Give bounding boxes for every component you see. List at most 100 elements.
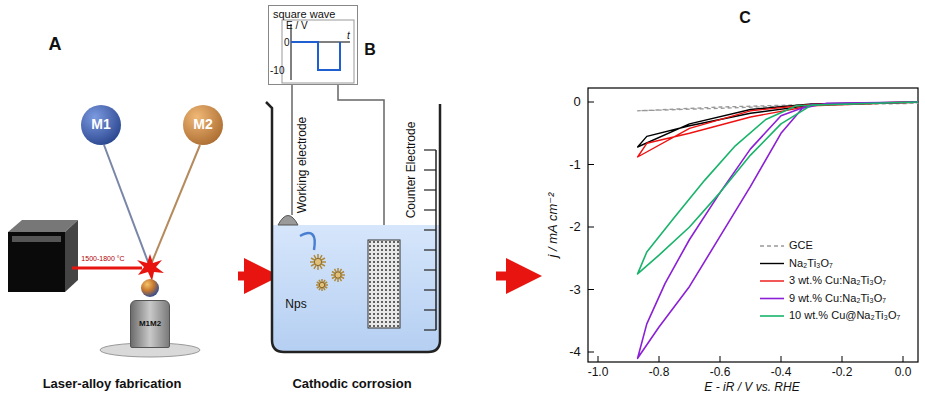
counter-electrode (368, 240, 400, 328)
particle-core (319, 282, 324, 287)
legend-sample (760, 280, 784, 281)
box-text: square wave (273, 8, 335, 20)
ruler-tick (424, 329, 436, 330)
caption-label: Counter Electrode (405, 122, 418, 219)
alloy-pellet: M1M2 (130, 300, 170, 348)
tick-label: -1 (569, 158, 581, 172)
y-tick (588, 289, 594, 290)
panel-letter: C (739, 9, 751, 27)
tick-label: -0.8 (649, 366, 670, 379)
box-text: -10 (270, 65, 284, 76)
x-tick (598, 356, 599, 362)
legend-lines (760, 246, 784, 316)
node-label: M1 (91, 117, 110, 132)
box-text: 0 (284, 37, 290, 48)
nanoparticles (310, 254, 345, 291)
y-tick (588, 227, 594, 228)
ruler-tick (424, 169, 436, 170)
metal-sphere: M1 (81, 105, 121, 145)
ruler-tick (424, 269, 436, 270)
ruler-tick (424, 229, 436, 230)
ruler-tick (424, 209, 436, 210)
node-label: M2 (193, 117, 212, 132)
metal-sphere: M2 (183, 105, 223, 145)
legend-text: 3 wt.% Cu:Na₂Ti₃O₇ (789, 274, 886, 286)
electrolyte (272, 225, 440, 352)
legend-sample (760, 298, 784, 300)
ruler-tick (424, 249, 436, 250)
y-tick (588, 164, 594, 165)
wave-axis (291, 24, 292, 80)
plot-frame (588, 88, 918, 362)
tick-label: -2 (569, 220, 581, 234)
lsv-curve (638, 102, 919, 358)
tick-label: -0.4 (771, 366, 792, 379)
process-arrow (496, 272, 524, 281)
release-arrow (300, 233, 315, 250)
tick-label: -0.2 (832, 366, 853, 379)
ruler-tick (424, 309, 436, 310)
x-tick (903, 356, 904, 362)
x-tick (781, 356, 782, 362)
ruler-tick (424, 189, 436, 190)
lsv-curve (638, 102, 919, 157)
tick-label: 0 (573, 95, 580, 109)
legend-text: 9 wt.% Cu:Na₂Ti₃O₇ (789, 292, 886, 304)
waveform-box: square waveE / V 0 -10 t (268, 5, 358, 85)
legend-text: Na₂Ti₃O₇ (789, 257, 833, 269)
axis-title: j / mA cm⁻² (546, 193, 560, 258)
wave-plot-frame (282, 20, 354, 83)
wire (338, 85, 384, 240)
laser-stripe (12, 236, 61, 242)
working-electrode (278, 216, 298, 226)
y-tick (588, 352, 594, 353)
box-text: t (347, 30, 350, 41)
legend-text: 10 wt.% Cu@Na₂Ti₃O₇ (789, 309, 900, 321)
laser-box (8, 232, 65, 292)
square-wave (291, 42, 340, 70)
panel-letter: B (364, 41, 376, 59)
lsv-curve (638, 102, 919, 274)
tick-label: 0.0 (895, 366, 912, 379)
axis-ticks (588, 102, 903, 362)
caption-label: Working electrode (296, 117, 309, 214)
beaker (266, 102, 440, 352)
ruler-tick (424, 289, 436, 290)
ruler-ticks (424, 150, 436, 330)
x-tick (842, 356, 843, 362)
legend-sample (760, 245, 784, 246)
wire (291, 85, 293, 215)
feed-line (104, 145, 148, 262)
axis-title: E - iR / V vs. RHE (704, 381, 799, 394)
x-tick (720, 356, 721, 362)
laser-spark (137, 254, 164, 281)
y-tick (588, 102, 594, 103)
particle-core (335, 272, 341, 278)
lsv-curve (638, 102, 919, 147)
caption-label: Cathodic corrosion (292, 377, 411, 391)
curves (638, 102, 919, 358)
tick-label: -0.6 (710, 366, 731, 379)
process-arrow (238, 272, 262, 281)
x-tick (659, 356, 660, 362)
legend-text: GCE (789, 239, 813, 251)
tick-label: -3 (569, 283, 581, 297)
particle-core (314, 258, 321, 265)
node-label: M1M2 (139, 320, 161, 329)
ruler-tick (424, 149, 436, 150)
laser-beam (72, 267, 142, 270)
box-text: E / V (286, 20, 308, 31)
panel-letter: A (49, 35, 62, 55)
caption-label: 1500-1800 °C (81, 255, 124, 263)
tick-label: -4 (569, 345, 581, 359)
ruler (435, 150, 437, 330)
caption-label: Laser-alloy fabrication (43, 377, 182, 391)
molten-ball (141, 279, 159, 297)
legend-sample (760, 315, 784, 317)
laser-side (65, 220, 78, 292)
tick-label: -1.0 (588, 366, 609, 379)
feed-line (152, 145, 200, 262)
legend-sample (760, 263, 784, 264)
caption-label: Nps (285, 298, 306, 311)
